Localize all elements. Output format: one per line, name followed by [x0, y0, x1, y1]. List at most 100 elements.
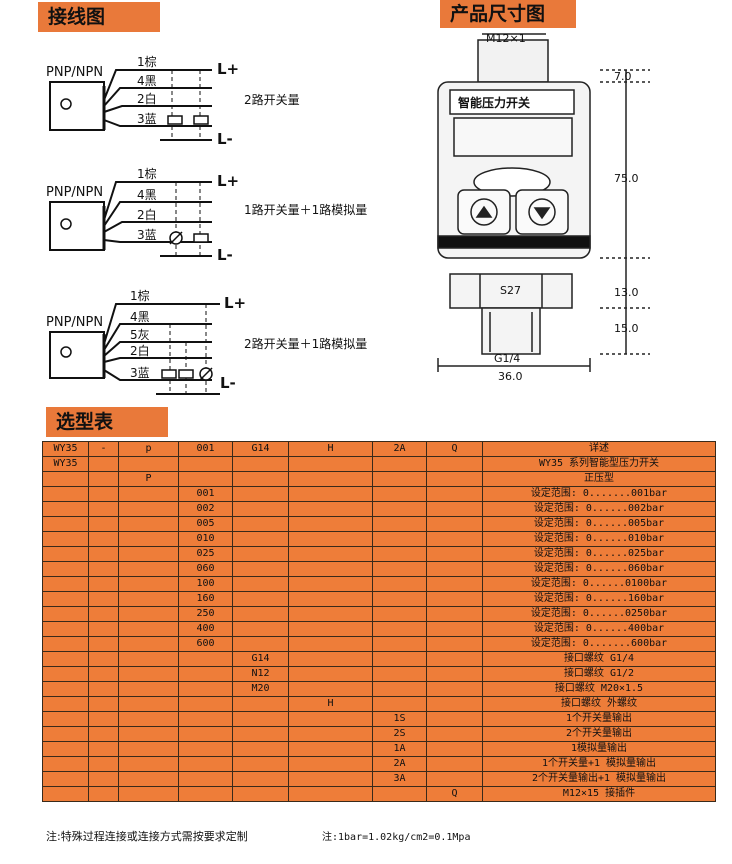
table-cell: M20 — [232, 681, 289, 697]
table-cell: M12×15 接插件 — [482, 786, 716, 802]
table-cell — [426, 726, 483, 742]
table-cell — [426, 636, 483, 652]
table-cell — [178, 681, 233, 697]
table-cell — [118, 456, 179, 472]
table-cell — [88, 546, 119, 562]
wire-black-label: 4黑 — [137, 188, 157, 202]
header-cell: G14 — [232, 441, 289, 457]
table-cell — [42, 756, 89, 772]
selection-section-title: 选型表 — [46, 407, 168, 437]
table-cell: 400 — [178, 621, 233, 637]
l-plus-label: L+ — [224, 294, 246, 312]
table-cell — [288, 531, 373, 547]
dim-width: 36.0 — [498, 370, 523, 383]
table-cell — [288, 471, 373, 487]
header-cell: 详述 — [482, 441, 716, 457]
sensor-box — [49, 201, 105, 251]
table-cell: 1S — [372, 711, 427, 727]
l-plus-label: L+ — [217, 60, 239, 78]
l-minus-label: L- — [220, 374, 236, 392]
table-cell — [88, 621, 119, 637]
load-1 — [167, 115, 183, 125]
table-cell — [426, 741, 483, 757]
table-cell — [372, 606, 427, 622]
sensor-box — [49, 331, 105, 379]
table-cell — [232, 471, 289, 487]
table-cell — [42, 501, 89, 517]
table-cell: G14 — [232, 651, 289, 667]
pressure-port — [481, 307, 541, 355]
table-cell: 接口螺纹 M20×1.5 — [482, 681, 716, 697]
table-cell — [118, 696, 179, 712]
table-cell — [178, 786, 233, 802]
table-cell — [42, 561, 89, 577]
table-cell — [178, 756, 233, 772]
table-cell: 正压型 — [482, 471, 716, 487]
table-cell — [426, 666, 483, 682]
table-cell — [372, 486, 427, 502]
table-cell — [426, 651, 483, 667]
table-cell: 设定范围: 0......400bar — [482, 621, 716, 637]
table-cell — [372, 531, 427, 547]
device-label: 智能压力开关 — [457, 95, 530, 110]
table-cell — [88, 786, 119, 802]
table-cell — [372, 456, 427, 472]
table-cell — [232, 531, 289, 547]
table-cell — [88, 516, 119, 532]
table-cell — [372, 651, 427, 667]
table-cell — [372, 471, 427, 487]
table-cell — [372, 516, 427, 532]
table-cell: 1个开关量+1 模拟量输出 — [482, 756, 716, 772]
table-header-row: WY35 - p 001 G14 H 2A Q 详述 — [42, 441, 716, 457]
table-cell — [426, 561, 483, 577]
wire-black-label: 4黑 — [137, 74, 157, 88]
sensor-type-label: PNP/NPN — [46, 185, 103, 200]
table-cell: 060 — [178, 561, 233, 577]
table-cell — [88, 576, 119, 592]
table-cell — [88, 771, 119, 787]
table-cell: 2个开关量输出 — [482, 726, 716, 742]
table-cell — [88, 531, 119, 547]
table-cell — [288, 606, 373, 622]
table-cell — [42, 471, 89, 487]
table-cell — [288, 516, 373, 532]
table-cell — [232, 486, 289, 502]
table-cell: 设定范围: 0......060bar — [482, 561, 716, 577]
wire-brown-label: 1棕 — [130, 288, 150, 303]
header-cell: 001 — [178, 441, 233, 457]
table-cell — [372, 561, 427, 577]
table-cell — [426, 531, 483, 547]
table-cell: 设定范围: 0......025bar — [482, 546, 716, 562]
header-cell: H — [288, 441, 373, 457]
wire-blue-label: 3蓝 — [130, 366, 150, 380]
table-cell — [42, 696, 89, 712]
table-cell — [426, 696, 483, 712]
table-cell — [88, 756, 119, 772]
table-cell: 100 — [178, 576, 233, 592]
table-cell: 2A — [372, 756, 427, 772]
table-cell: 接口螺纹 外螺纹 — [482, 696, 716, 712]
table-cell: 1模拟量输出 — [482, 741, 716, 757]
table-cell — [42, 606, 89, 622]
table-cell — [118, 786, 179, 802]
connector-thread — [477, 39, 549, 83]
table-cell — [426, 546, 483, 562]
sensor-box — [49, 81, 105, 131]
table-cell — [118, 546, 179, 562]
l-plus-label: L+ — [217, 172, 239, 190]
table-cell — [42, 681, 89, 697]
table-cell — [118, 666, 179, 682]
table-cell: 设定范围: 0......010bar — [482, 531, 716, 547]
table-cell — [118, 636, 179, 652]
table-cell — [372, 576, 427, 592]
header-cell: WY35 — [42, 441, 89, 457]
header-cell: 2A — [372, 441, 427, 457]
table-cell — [232, 621, 289, 637]
table-cell — [288, 456, 373, 472]
table-cell — [426, 771, 483, 787]
